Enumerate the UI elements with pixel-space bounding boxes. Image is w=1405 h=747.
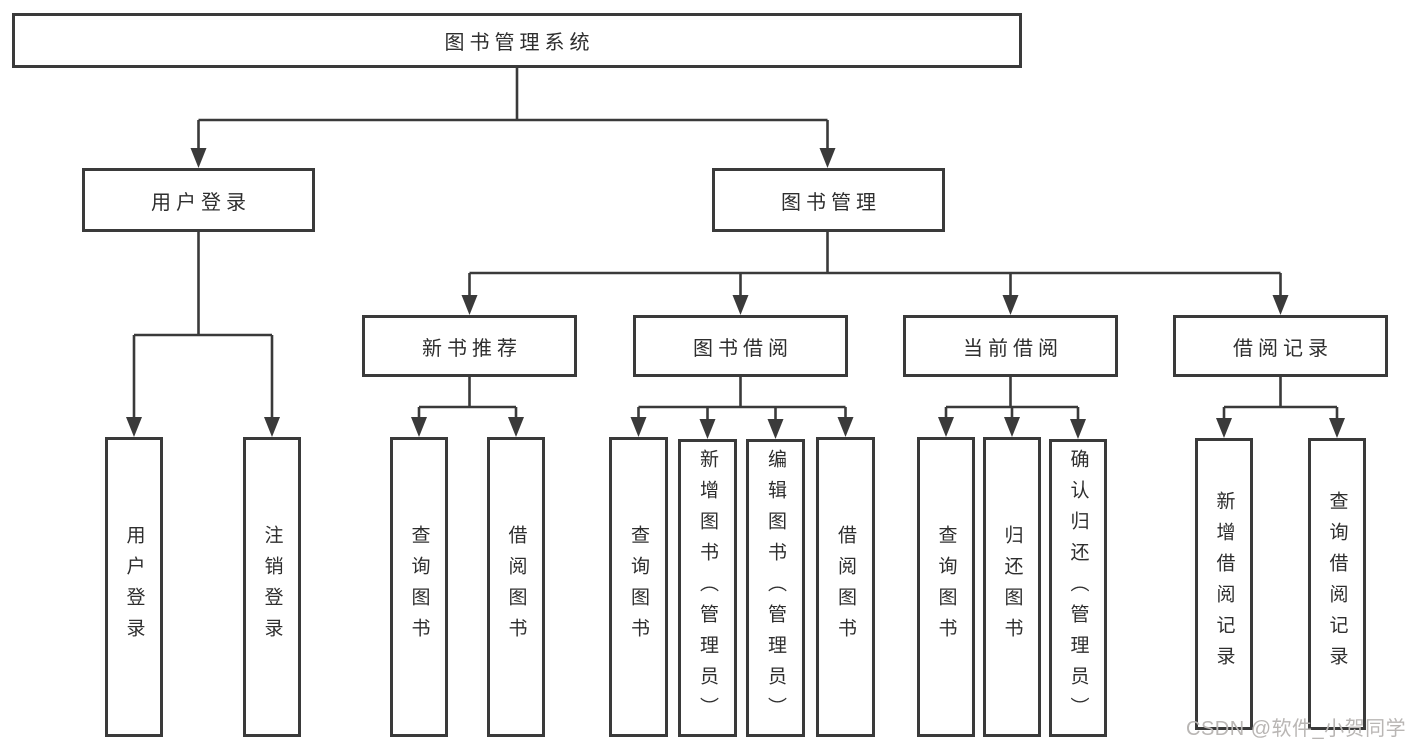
- connector-current-borrow-to-leaves: [938, 377, 1086, 439]
- node-book-management: 图书管理: [712, 168, 945, 232]
- node-root-system: 图书管理系统: [12, 13, 1022, 68]
- connector-book-borrow-to-leaves: [630, 377, 854, 439]
- leaf-borrow-borrow-book: 借阅图书: [816, 437, 875, 737]
- leaf-recommend-query-book: 查询图书: [390, 437, 448, 737]
- leaf-current-confirm-return-admin: 确认归还（管理员）: [1049, 439, 1107, 737]
- leaf-current-return-book: 归还图书: [983, 437, 1041, 737]
- node-current-borrow: 当前借阅: [903, 315, 1118, 377]
- leaf-logout: 注销登录: [243, 437, 301, 737]
- connector-root-to-level2: [190, 68, 836, 168]
- leaf-user-login: 用户登录: [105, 437, 163, 737]
- node-user-login: 用户登录: [82, 168, 315, 232]
- connector-new-book-recommend-to-leaves: [411, 377, 524, 437]
- leaf-borrow-add-book-admin: 新增图书（管理员）: [678, 439, 737, 737]
- node-book-borrow: 图书借阅: [633, 315, 848, 377]
- leaf-borrow-edit-book-admin: 编辑图书（管理员）: [746, 439, 805, 737]
- watermark: CSDN @软件_小贺同学: [1186, 718, 1405, 740]
- connector-borrow-record-to-leaves: [1216, 377, 1345, 438]
- leaf-recommend-borrow-book: 借阅图书: [487, 437, 545, 737]
- leaf-borrow-query-book: 查询图书: [609, 437, 668, 737]
- node-new-book-recommend: 新书推荐: [362, 315, 577, 377]
- connector-user-login-to-leaves: [126, 232, 280, 437]
- leaf-record-query-record: 查询借阅记录: [1308, 438, 1366, 730]
- leaf-current-query-book: 查询图书: [917, 437, 975, 737]
- leaf-record-add-record: 新增借阅记录: [1195, 438, 1253, 730]
- connector-book-management-to-level3: [461, 232, 1289, 315]
- node-borrow-record: 借阅记录: [1173, 315, 1388, 377]
